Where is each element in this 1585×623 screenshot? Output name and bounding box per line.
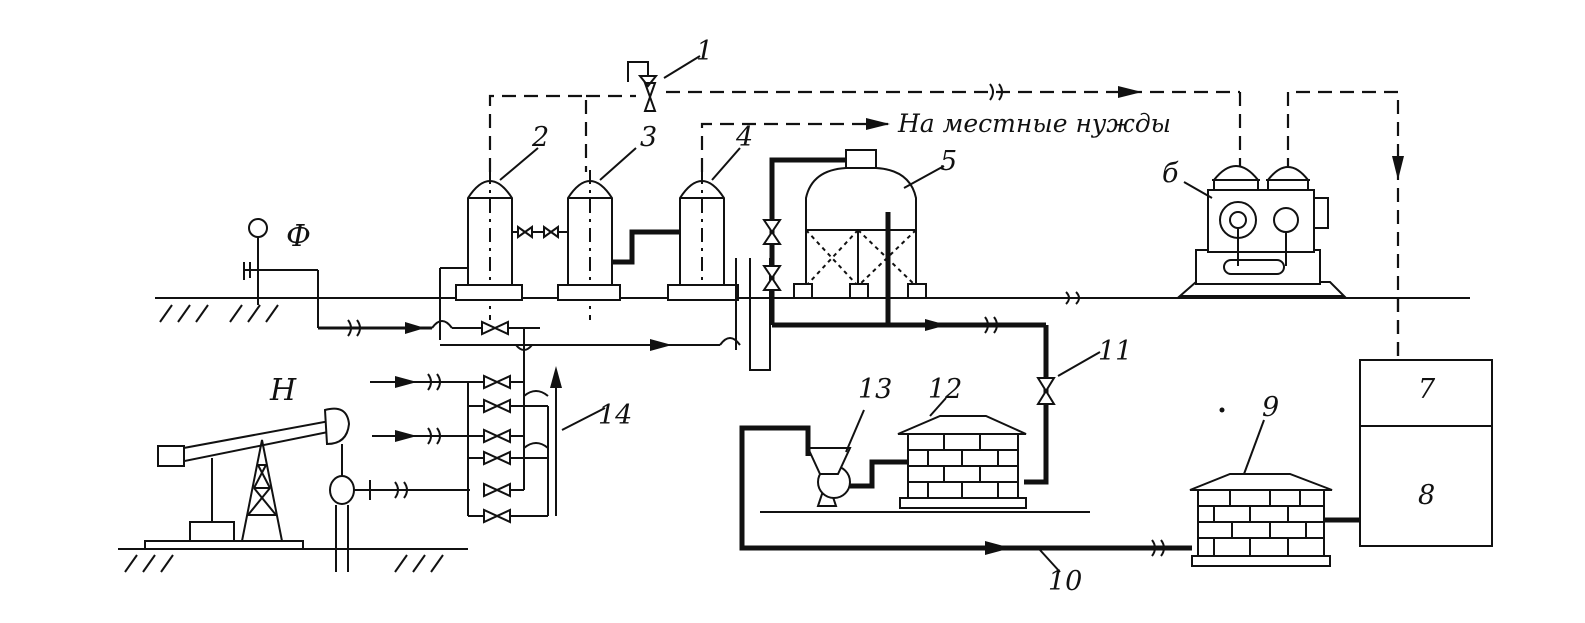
- oil-line-to-12: 11: [772, 212, 1132, 485]
- separator-3: 3: [557, 122, 657, 320]
- pump-13: 13: [760, 374, 1090, 513]
- storage-tank-9: 9: [1189, 392, 1360, 567]
- callout-13: 13: [858, 374, 892, 405]
- equalizing-line: [512, 225, 568, 239]
- pressure-regulator-1: 1: [627, 36, 713, 112]
- manifold-valves: [483, 374, 511, 524]
- pump-jack-label: Н: [269, 373, 297, 408]
- u-trap: [735, 258, 771, 371]
- callout-5: 5: [940, 146, 957, 177]
- callout-6: б: [1162, 158, 1179, 189]
- callout-9: 9: [1262, 392, 1279, 423]
- callout-1: 1: [696, 36, 713, 67]
- storage-tank-12: 12: [897, 374, 1027, 509]
- well-flow-line: [318, 319, 741, 351]
- separator-4: 4: [667, 122, 753, 301]
- tank-feed-line: [762, 157, 846, 325]
- mark-dot: [1219, 407, 1225, 413]
- pumping-well-head: [329, 475, 470, 572]
- gas-processing-unit: 7 8: [1359, 359, 1493, 547]
- callout-2: 2: [531, 122, 549, 153]
- fountain-well-label: Ф: [286, 219, 311, 254]
- fountain-well: Ф: [243, 218, 319, 328]
- compressor-6: б: [1162, 158, 1347, 297]
- gas-collection-lines: [488, 83, 1404, 360]
- callout-3: 3: [640, 122, 657, 153]
- callout-7: 7: [1418, 374, 1436, 405]
- settling-tank-5: 5: [793, 146, 957, 299]
- callout-10: 10: [1048, 566, 1082, 597]
- callout-11: 11: [1098, 336, 1132, 367]
- callout-8: 8: [1418, 480, 1435, 511]
- lower-ground-line: [118, 548, 468, 573]
- separator-2: 2: [439, 122, 549, 340]
- transfer-line-10: 10: [739, 425, 1192, 597]
- manifold: 14: [370, 320, 632, 524]
- pumping-unit: Н: [144, 373, 351, 550]
- local-needs-label: На местные нужды: [897, 109, 1171, 138]
- callout-4: 4: [735, 122, 753, 153]
- callout-12: 12: [928, 374, 962, 405]
- callout-14: 14: [598, 400, 632, 431]
- oil-line-3-4: [612, 229, 680, 265]
